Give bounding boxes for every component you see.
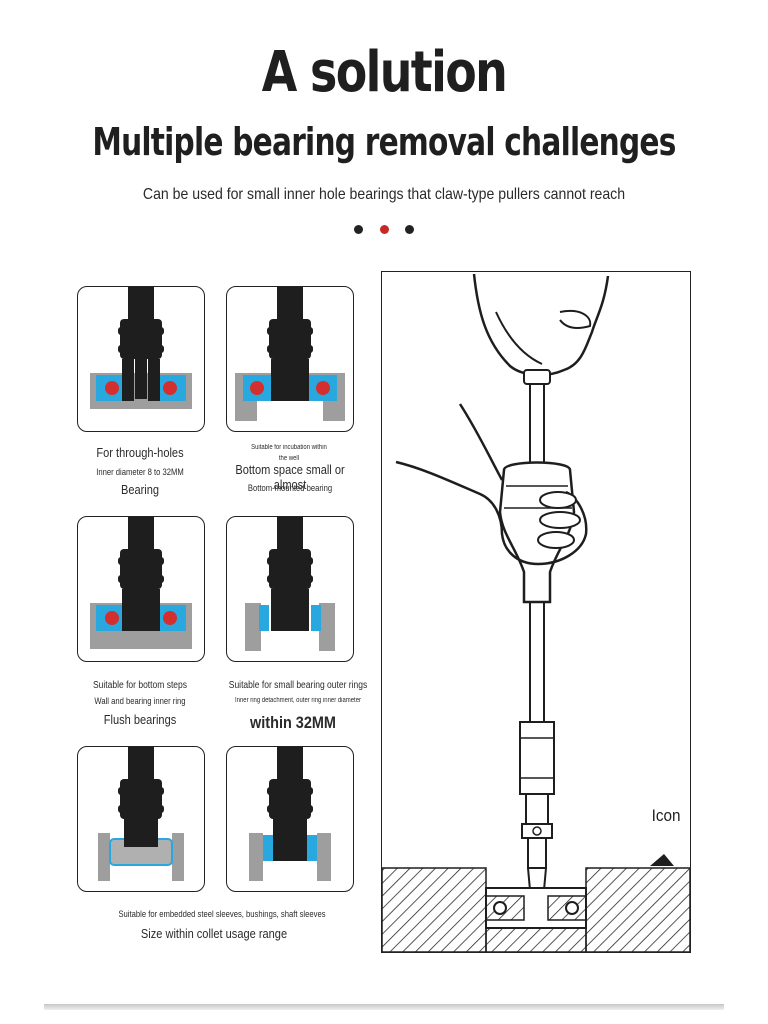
c2-line3: Bottom-mounted bearing: [247, 483, 333, 493]
dot-3[interactable]: [404, 225, 414, 234]
card-flush-bearing: [77, 516, 205, 662]
card-bottom-mounted: [226, 286, 354, 432]
card-bushing: [226, 746, 354, 892]
icon-label: Icon: [651, 806, 681, 825]
c2-line1a: Suitable for incubation within: [251, 444, 327, 451]
bottom-line1: Suitable for embedded steel sleeves, bus…: [118, 909, 326, 919]
through-hole-bearing-icon: [90, 287, 192, 409]
bushing-icon: [249, 747, 331, 881]
tagline: Can be used for small inner hole bearing…: [142, 186, 626, 203]
c4-line2: Inner ring detachment, outer ring inner …: [234, 697, 362, 704]
slide-hammer-illustration: [381, 271, 691, 953]
c2-line1b: the well: [278, 455, 300, 462]
dot-1[interactable]: [354, 225, 364, 234]
card-through-hole: [77, 286, 205, 432]
carousel-dots: [0, 221, 768, 239]
dot-2-active[interactable]: [379, 225, 389, 234]
c3-line1: Suitable for bottom steps: [92, 680, 188, 691]
c3-line2: Wall and bearing inner ring: [94, 696, 186, 706]
c1-line3: Bearing: [120, 482, 160, 497]
page-title: A solution: [261, 40, 508, 105]
c4-line1: Suitable for small bearing outer rings: [228, 680, 368, 691]
card-outer-ring: [226, 516, 354, 662]
c2-line2: Bottom space small or almost: [235, 462, 345, 492]
outer-ring-icon: [245, 517, 335, 651]
c1-line2: Inner diameter 8 to 32MM: [96, 467, 184, 477]
page-subtitle: Multiple bearing removal challenges: [92, 120, 676, 164]
card-embedded-sleeve: [77, 746, 205, 892]
embedded-sleeve-icon: [98, 747, 184, 881]
bottom-mounted-bearing-icon: [235, 287, 345, 421]
c1-line1: For through-holes: [96, 445, 184, 460]
c3-line3: Flush bearings: [103, 712, 177, 727]
bottom-line2: Size within collet usage range: [140, 926, 288, 941]
flush-bearing-icon: [90, 517, 192, 649]
hand-slide-hammer-icon: [382, 273, 690, 952]
divider: [44, 1004, 724, 1010]
c4-line3: within 32MM: [250, 713, 336, 732]
